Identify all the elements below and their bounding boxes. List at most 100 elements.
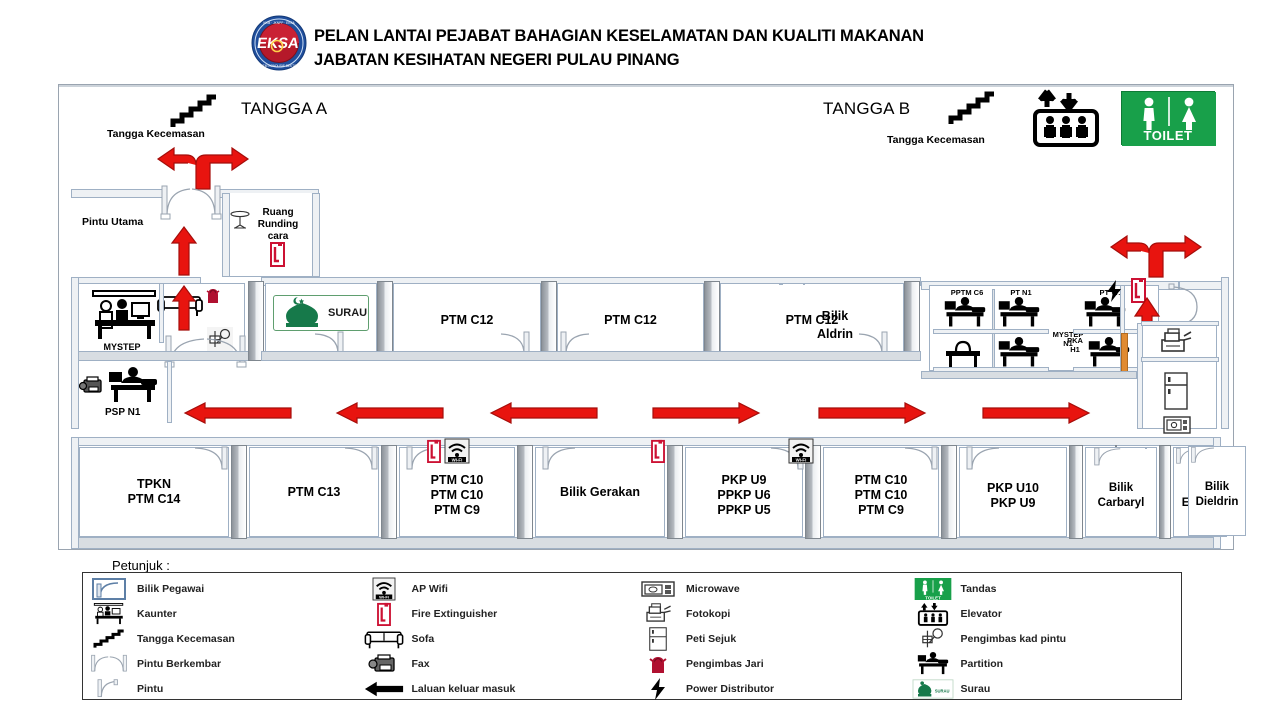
room-label-tpkn: TPKN PTM C14 [127,477,181,506]
partition-icon-cubicle-4 [995,337,1043,369]
legend-item-fire-extinguisher: Fire Extinguisher [362,601,633,626]
exit-route-arrow-t-left [156,141,250,190]
wall-outer-right-mid [1221,277,1229,429]
exit-route-arrow-t-right [1109,231,1203,278]
floorband-left [71,351,261,361]
svg-text:Wi-Fi: Wi-Fi [796,457,807,462]
legend-label: Pintu [137,682,164,695]
room-label-ptm-c12-1: PTM C12 [440,313,494,327]
legend-column-4: TOILET Tandas [907,573,1182,704]
floorband-right [921,371,1137,379]
corridor-arrow-left-2 [335,401,445,424]
surau-sign: SURAU [273,295,369,331]
legend-item-microwave: Microwave [636,576,907,601]
legend-item-pengimbas-jari: Pengimbas Jari [636,651,907,676]
spacer3 [779,283,781,285]
toilet-label: TOILET [1143,128,1193,143]
cubicle-divider-h1 [933,329,1049,334]
spacer-room2 [1145,447,1147,449]
wall-rundingcara-right [312,193,320,277]
pengimbas-jari-icon [205,285,221,305]
eksa-logo: EKSA KKM · JKNPP · EKSA EKOSISTEM KONDUS… [249,15,309,71]
corridor-arrow-left-3 [489,401,599,424]
room-label-pkp-u10: PKP U10 PKP U9 [987,481,1039,510]
peti-sejuk-icon [636,626,680,651]
pintu-pkp-u10 [965,445,1005,475]
floor-plan-canvas: TANGGA A Tangga Kecemasan TANGGA B Tangg… [58,84,1237,550]
stair-b-label: TANGGA B [823,99,911,118]
legend-label: Tandas [960,582,997,595]
room-bilik-dieldrin [1188,446,1246,536]
psp-n1-label: PSP N1 [105,407,141,418]
room-ptm-c13 [249,447,379,537]
svg-text:EKSA: EKSA [256,35,300,52]
fotokopi-icon [636,602,680,625]
partition-wall-4 [704,281,720,361]
svg-text:KKM · JKNPP · EKSA: KKM · JKNPP · EKSA [263,21,295,25]
kaunter-icon [87,602,131,625]
title-line-2: JABATAN KESIHATAN NEGERI PULAU PINANG [314,51,680,69]
legend-column-1: Bilik Pegawai Kaunter [83,573,358,704]
corridor-arrow-right-3 [981,401,1091,424]
svg-text:Wi-Fi: Wi-Fi [452,457,463,462]
cubicle-label-pka-h1: PKA H1 [1067,336,1083,354]
room-label-bilik-dieldrin: Bilik Dieldrin [1195,481,1239,508]
pintu-berkembar-icon [87,653,131,675]
legend-label: Tangga Kecemasan [137,632,235,645]
partition-icon [911,651,955,675]
legend-label: Surau [960,682,991,695]
legend-item-sofa: Sofa [362,626,633,651]
cubicle-divider-v2 [992,333,995,371]
partition-icon-cubicle-3 [1081,297,1129,329]
legend-label: Microwave [686,582,740,595]
legend-item-fotokopi: Fotokopi [636,601,907,626]
legend-item-ap-wifi: Wi-Fi AP Wifi [362,576,633,601]
legend-label: Kaunter [137,607,177,620]
bilik-pegawai-icon [87,577,131,600]
spacer [803,283,805,285]
legend-label: Elevator [960,607,1002,620]
pantry-counter-mid [1141,357,1219,362]
wall-mystep-divider [159,283,164,343]
stair-b-sublabel: Tangga Kecemasan [887,134,985,146]
legend-label: Pengimbas kad pintu [960,632,1067,645]
svg-text:SURAU: SURAU [934,688,949,693]
corridor-arrow-right-2 [817,401,927,424]
cubicle-label-pt-n1: PT N1 [1010,288,1032,297]
ap-wifi-icon-1: Wi-Fi [444,438,470,464]
svg-text:TOILET: TOILET [925,595,941,600]
power-distributor-icon [1104,279,1124,303]
spacer2 [781,283,783,285]
pantry-counter-top [1141,321,1219,326]
room-label-ptm-c10-b: PTM C10 PTM C10 PTM C9 [854,473,908,517]
room-ptm-c10-c9-b [823,447,939,537]
legend-item-surau: SURAU Surau [911,676,1182,701]
partition-wall-5 [904,281,920,361]
legend-column-3: Microwave Fotokopi [632,573,907,704]
plan-top-rule [59,85,1233,87]
corridor-arrow-left-1 [183,401,293,424]
svg-text:Wi-Fi: Wi-Fi [379,594,389,599]
cubicle-label-pptm-c6: PPTM C6 [950,288,984,297]
header: EKSA KKM · JKNPP · EKSA EKOSISTEM KONDUS… [0,0,1280,82]
cubicle-label-mystep-n1: MYSTEP N1 [1052,330,1084,348]
pintu-ptm-c10-b [899,445,939,475]
fax-icon [78,375,105,395]
cubicle-divider-v1 [992,289,995,331]
legend-item-peti-sejuk: Peti Sejuk [636,626,907,651]
legend-item-pengimbas-kad-pintu: Pengimbas kad pintu [911,626,1182,651]
pintu-bilik-dieldrin [1190,444,1220,470]
room-ptm-c12-2 [557,283,704,353]
fire-extinguisher-icon [270,241,285,267]
legend-label: Power Distributor [686,682,775,695]
fax-icon [362,653,406,675]
bottom-partition-7 [1069,445,1083,539]
legend-title: Petunjuk : [112,558,170,573]
spacer-partition [1115,445,1117,447]
page-title: PELAN LANTAI PEJABAT BAHAGIAN KESELAMATA… [314,24,1094,72]
legend-label: Bilik Pegawai [137,582,205,595]
legend-item-tangga-kecemasan: Tangga Kecemasan [87,626,358,651]
room-label-ptm-c13: PTM C13 [287,485,341,499]
fotokopi-icon-pantry [1155,327,1195,357]
microwave-icon-pantry [1163,415,1191,435]
